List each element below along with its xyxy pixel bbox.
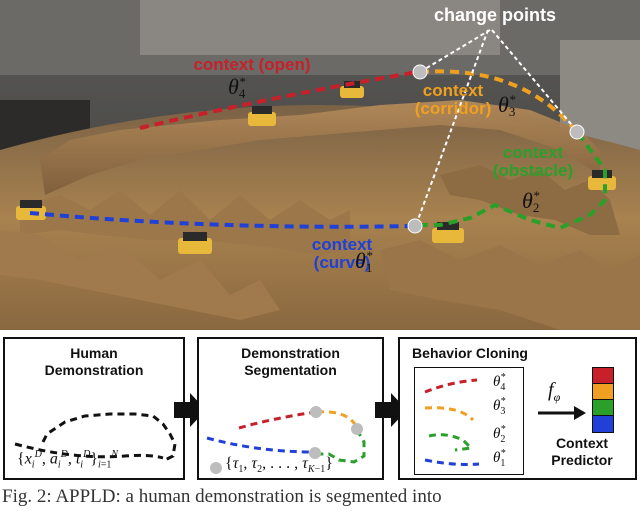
context-predictor-stack <box>592 367 614 433</box>
figure-caption: Fig. 2: APPLD: a human demonstration is … <box>2 486 442 507</box>
theta-2-label: θ*2 <box>522 188 540 215</box>
segmentation-formula: {τ1, τ2, . . . , τK−1} <box>225 455 333 476</box>
path-corridor-orange <box>419 69 577 132</box>
change-point-legend-icon <box>210 462 222 474</box>
segmentation-panel: Demonstration Segmentation {τ1, τ2, . . … <box>197 337 384 480</box>
function-arrow-icon <box>538 406 586 420</box>
predictor-green-cell <box>593 400 613 416</box>
context-corridor-label: context (corridor) <box>414 81 492 118</box>
context-predictor-label: Context Predictor <box>551 435 613 468</box>
segment-legend <box>424 378 480 466</box>
context-curve-label: context (curve) <box>311 235 373 272</box>
function-label: fφ <box>548 379 561 404</box>
theta-4-label: θ*4 <box>228 74 246 101</box>
change-point-marker <box>407 218 423 234</box>
theta-3-small: θ*3 <box>493 396 506 417</box>
change-point-marker <box>569 124 585 140</box>
change-points-label: change points <box>433 5 556 25</box>
segments-box: θ*4 θ*3 θ*2 θ*1 <box>414 367 524 475</box>
theta-3-label: θ*3 <box>498 92 516 119</box>
segmentation-title: Demonstration Segmentation <box>241 345 340 378</box>
predictor-blue-cell <box>593 416 613 432</box>
context-open-label: context (open) <box>193 55 311 74</box>
human-demonstration-title: Human Demonstration <box>44 345 144 378</box>
segmented-demo-path <box>206 406 366 464</box>
human-demo-path <box>14 412 177 462</box>
human-demonstration-panel: Human Demonstration {xiD, aiD, tiD}i=1N <box>3 337 185 480</box>
predictor-orange-cell <box>593 384 613 400</box>
human-demonstration-formula: {xiD, aiD, tiD}i=1N <box>17 449 119 471</box>
theta-1-label: θ*1 <box>355 248 373 275</box>
path-obstacle-green <box>418 131 607 231</box>
path-curve-blue <box>29 211 415 229</box>
predictor-red-cell <box>593 368 613 384</box>
photo-scene <box>0 0 640 330</box>
change-point-marker <box>412 64 428 80</box>
theta-4-small: θ*4 <box>493 372 506 393</box>
path-open-red <box>139 70 419 130</box>
theta-1-small: θ*1 <box>493 448 506 469</box>
robot-environment-photo: change points context (open) θ*4 context… <box>0 0 640 330</box>
behavior-cloning-title: Behavior Cloning <box>412 345 528 361</box>
theta-2-small: θ*2 <box>493 424 506 445</box>
context-obstacle-label: context (obstacle) <box>492 143 574 180</box>
behavior-cloning-panel: Behavior Cloning θ*4 θ*3 θ*2 θ*1 fφ Cont… <box>398 337 637 480</box>
